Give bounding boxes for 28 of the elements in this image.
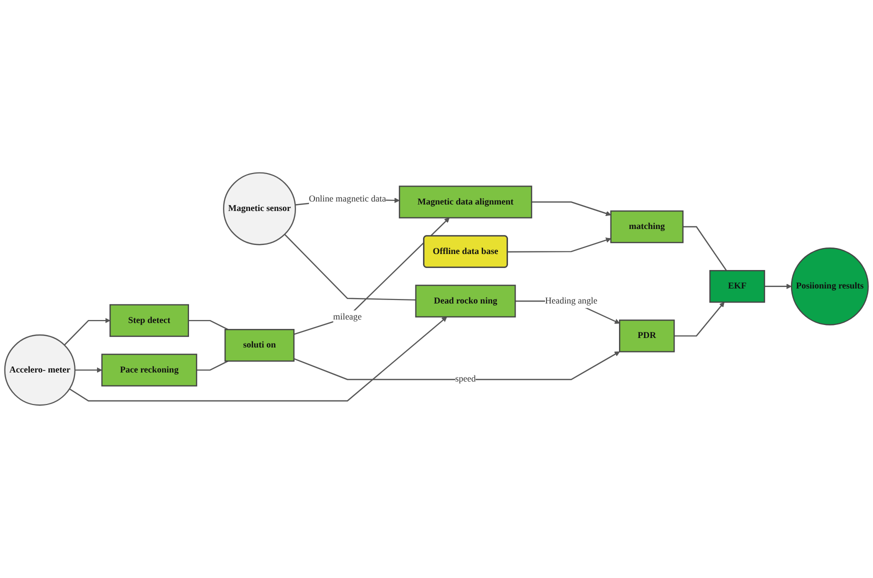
arrow <box>69 316 448 402</box>
node-circle: Posiioning results <box>790 248 869 326</box>
node-box: Pace reckoning <box>101 354 198 386</box>
edge-label: Heading angle <box>545 296 598 306</box>
arrow <box>532 201 612 216</box>
arrow <box>764 284 792 290</box>
node-box: Step detect <box>110 304 189 337</box>
edge-label: Online magnetic data <box>308 194 386 204</box>
node-circle: Accelero- meter <box>4 334 76 406</box>
node-circle: Magnetic sensor <box>223 172 296 246</box>
connector <box>196 360 228 371</box>
arrow <box>74 367 102 373</box>
edge-label: mileage <box>333 312 362 322</box>
connector <box>188 320 228 330</box>
node-box: soluti on <box>224 328 295 362</box>
arrow <box>64 318 110 346</box>
arrow <box>508 238 612 252</box>
node-box: Magnetic data alignment <box>398 186 532 218</box>
node-box: EKF <box>709 270 766 303</box>
arrow <box>294 351 620 380</box>
connector <box>284 234 416 301</box>
node-box: PDR <box>619 320 675 352</box>
arrow <box>294 218 450 335</box>
edge-label: speed <box>455 374 476 384</box>
node-box: matching <box>610 210 684 244</box>
connector <box>682 226 727 271</box>
node-box: Dead rocko ning <box>415 284 516 318</box>
arrow <box>674 302 724 337</box>
